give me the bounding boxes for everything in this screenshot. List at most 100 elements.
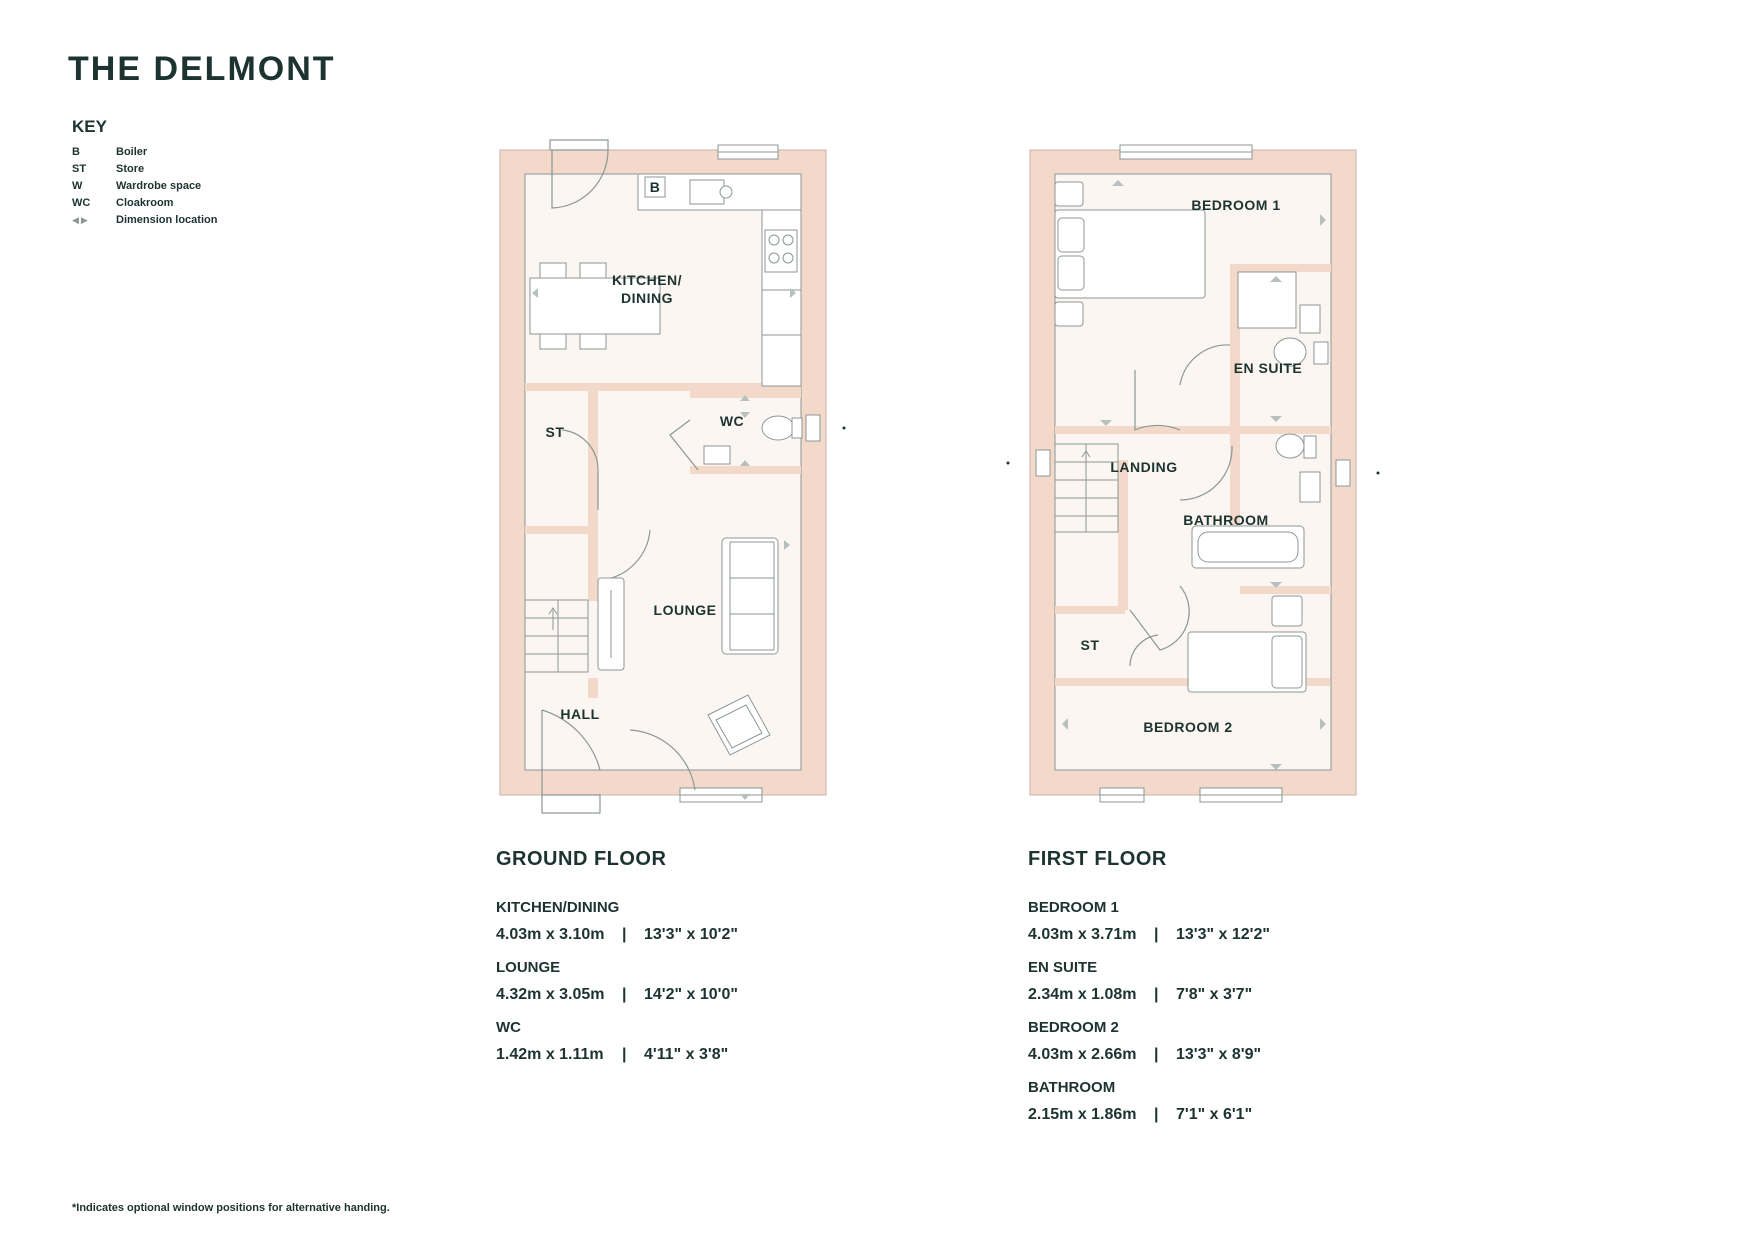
separator: | [1154,986,1159,1003]
room-label-lounge: LOUNGE [654,602,717,618]
separator: | [1154,1046,1159,1063]
dining-table [529,262,661,350]
key-code: ST [72,162,87,175]
separator: | [1154,926,1159,943]
room-dimensions: 2.34m x 1.08m | 7'8" x 3'7" [1028,986,1270,1004]
room-name: WC [496,1019,521,1036]
stairs [1054,443,1119,533]
metric-dimensions: 4.03m x 3.10m [496,926,605,943]
metric-dimensions: 4.03m x 2.66m [1028,1046,1137,1063]
key-heading: KEY [72,117,107,136]
room-dimensions: 4.03m x 2.66m | 13'3" x 8'9" [1028,1046,1270,1064]
room-dimensions: 4.32m x 3.05m | 14'2" x 10'0" [496,986,738,1004]
key-code: B [72,145,80,158]
room-label-wc: WC [720,413,744,429]
bedroom1-furniture [1054,181,1206,327]
room-label-bedroom2: BEDROOM 2 [1143,719,1232,735]
imperial-dimensions: 14'2" x 10'0" [644,986,738,1003]
first-floor-drawing: BEDROOM 1 EN SUITE LANDING BATHROOM ST B… [1006,144,1380,803]
room-labels: KITCHEN/ DINING B ST WC LOUNGE HALL [546,179,744,722]
room-label-bathroom: BATHROOM [1183,512,1268,528]
metric-dimensions: 2.15m x 1.86m [1028,1106,1137,1123]
room-dimension-block: LOUNGE 4.32m x 3.05m | 14'2" x 10'0" [496,959,738,1004]
ground-floor-plan: KITCHEN/ DINING B ST WC LOUNGE HALL [490,130,846,814]
dimension-arrows-icon: ◀▶ [72,214,90,225]
key-item: B Boiler [72,143,217,160]
key-label: Store [116,162,145,175]
separator: | [622,986,627,1003]
room-labels: BEDROOM 1 EN SUITE LANDING BATHROOM ST B… [1081,197,1303,735]
first-floor-plan: BEDROOM 1 EN SUITE LANDING BATHROOM ST B… [1006,130,1380,810]
lounge-furniture [597,537,779,756]
separator: | [1154,1106,1159,1123]
key-label: Wardrobe space [116,179,202,192]
metric-dimensions: 2.34m x 1.08m [1028,986,1137,1003]
room-dimension-block: BEDROOM 1 4.03m x 3.71m | 13'3" x 12'2" [1028,899,1270,944]
first-floor-dimensions: FIRST FLOOR BEDROOM 1 4.03m x 3.71m | 13… [1028,848,1270,1139]
bathroom-fittings [1191,433,1321,569]
imperial-dimensions: 13'3" x 8'9" [1176,1046,1262,1063]
imperial-dimensions: 13'3" x 12'2" [1176,926,1270,943]
key-label: Boiler [116,145,148,158]
bedroom2-furniture [1187,595,1307,693]
separator: | [622,926,627,943]
windows [1006,144,1380,803]
room-dimension-block: WC 1.42m x 1.11m | 4'11" x 3'8" [496,1019,738,1064]
stairs [524,599,589,673]
room-name: KITCHEN/DINING [496,899,620,916]
room-label-landing: LANDING [1110,459,1177,475]
metric-dimensions: 4.03m x 3.71m [1028,926,1137,943]
footnote: *Indicates optional window positions for… [72,1202,390,1214]
room-name: LOUNGE [496,959,561,976]
dimension-markers [532,288,796,800]
ground-floor-heading: GROUND FLOOR [496,848,667,870]
room-label-kitchen: KITCHEN/ [612,272,682,288]
key-code: W [72,179,83,192]
page-title: THE DELMONT [68,50,336,88]
imperial-dimensions: 7'1" x 6'1" [1176,1106,1253,1123]
room-dimension-block: EN SUITE 2.34m x 1.08m | 7'8" x 3'7" [1028,959,1270,1004]
key-label: Dimension location [116,213,218,226]
key-item: ST Store [72,160,217,177]
room-dimensions: 2.15m x 1.86m | 7'1" x 6'1" [1028,1106,1270,1124]
imperial-dimensions: 7'8" x 3'7" [1176,986,1253,1003]
windows [679,144,846,803]
room-label-hall: HALL [560,706,599,722]
doors [1129,344,1233,667]
imperial-dimensions: 13'3" x 10'2" [644,926,738,943]
metric-dimensions: 4.32m x 3.05m [496,986,605,1003]
room-name: BATHROOM [1028,1079,1116,1096]
key-item: W Wardrobe space [72,177,217,194]
room-label-boiler: B [650,179,661,195]
room-name: EN SUITE [1028,959,1098,976]
room-dimensions: 4.03m x 3.10m | 13'3" x 10'2" [496,926,738,944]
room-label-ensuite: EN SUITE [1234,360,1303,376]
room-dimension-block: KITCHEN/DINING 4.03m x 3.10m | 13'3" x 1… [496,899,738,944]
key-code: WC [72,196,91,209]
first-floor-heading: FIRST FLOOR [1028,848,1167,870]
room-dimension-block: BATHROOM 2.15m x 1.86m | 7'1" x 6'1" [1028,1079,1270,1124]
kitchen-fittings [637,173,802,387]
room-dimensions: 1.42m x 1.11m | 4'11" x 3'8" [496,1046,738,1064]
imperial-dimensions: 4'11" x 3'8" [644,1046,729,1063]
key-item: ◀▶ Dimension location [72,211,217,228]
ground-floor-dimensions: GROUND FLOOR KITCHEN/DINING 4.03m x 3.10… [496,848,738,1079]
doors [541,139,699,814]
room-label-store: ST [546,424,565,440]
ground-floor-drawing: KITCHEN/ DINING B ST WC LOUNGE HALL [499,139,846,814]
room-label-store: ST [1081,637,1100,653]
room-name: BEDROOM 1 [1028,899,1119,916]
room-dimension-block: BEDROOM 2 4.03m x 2.66m | 13'3" x 8'9" [1028,1019,1270,1064]
room-dimensions: 4.03m x 3.71m | 13'3" x 12'2" [1028,926,1270,944]
dimension-markers [1062,180,1326,770]
wc-fittings [703,415,803,465]
room-label-dining: DINING [621,290,673,306]
room-label-bedroom1: BEDROOM 1 [1191,197,1280,213]
key-legend: KEY B Boiler ST Store W Wardrobe space W… [72,117,217,228]
separator: | [622,1046,627,1063]
key-label: Cloakroom [116,196,174,209]
metric-dimensions: 1.42m x 1.11m [496,1046,604,1063]
room-name: BEDROOM 2 [1028,1019,1119,1036]
ensuite-fittings [1237,271,1329,367]
key-item: WC Cloakroom [72,194,217,211]
